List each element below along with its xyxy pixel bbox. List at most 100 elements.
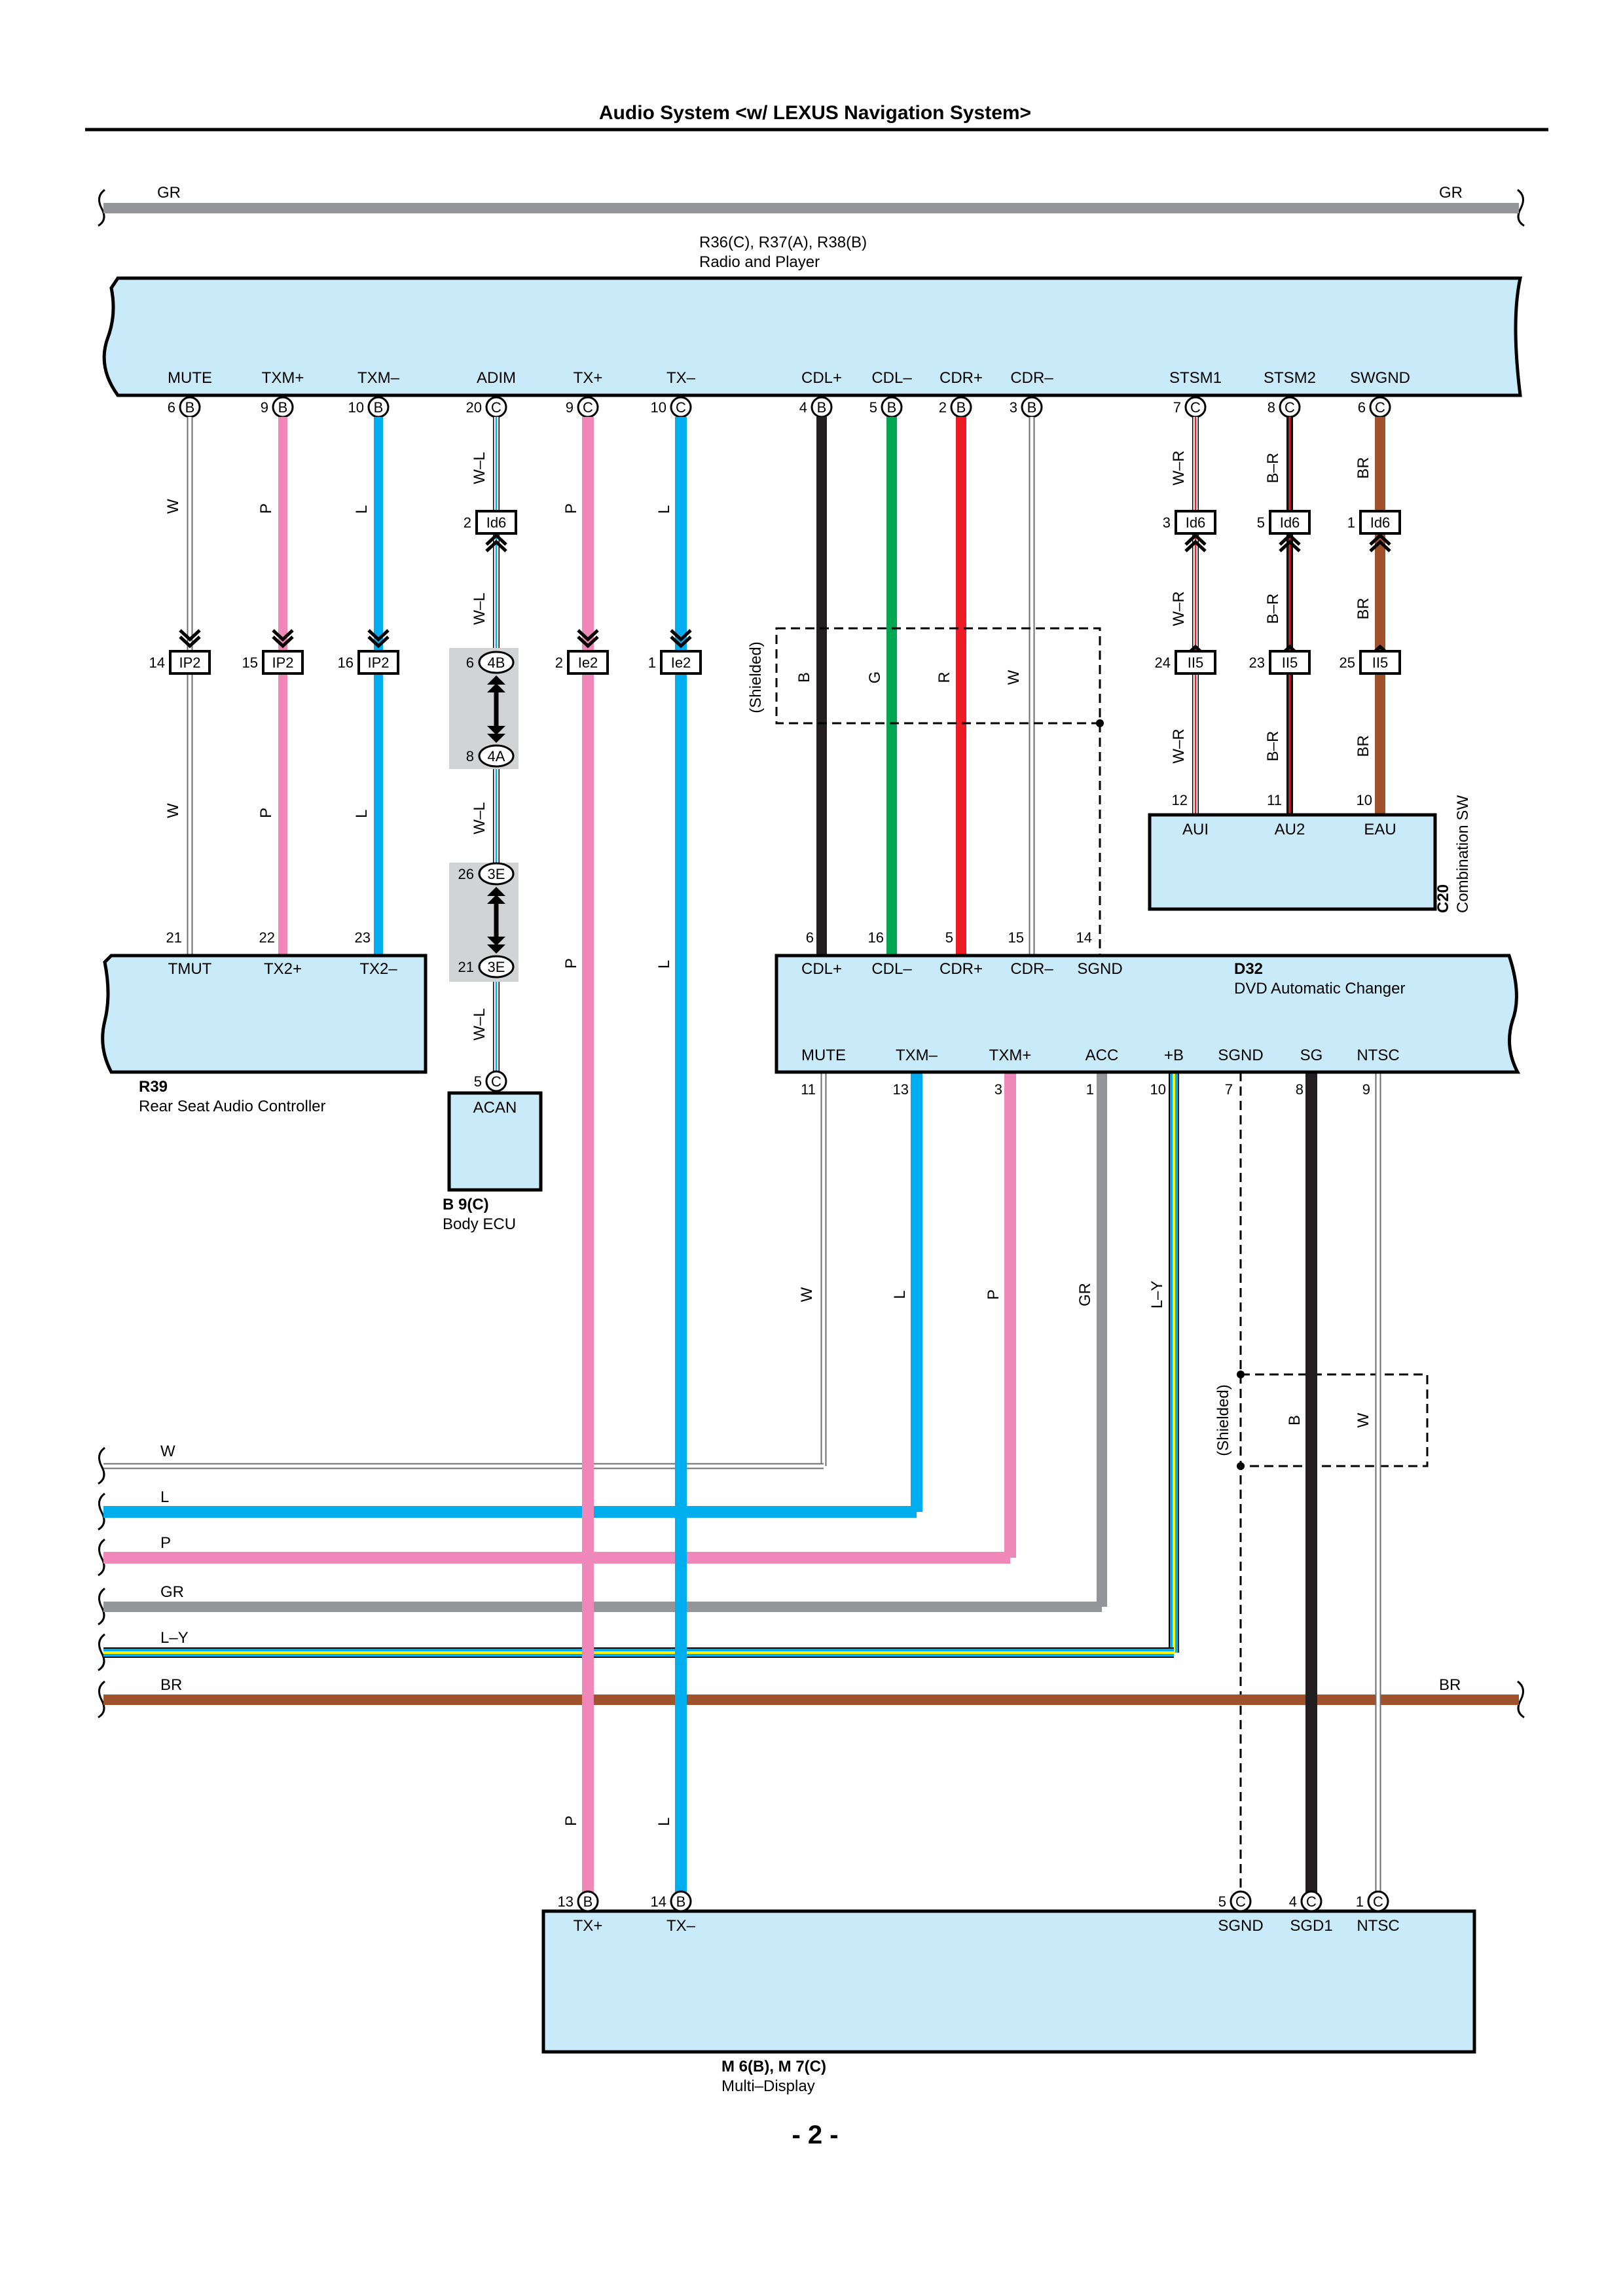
label: W bbox=[160, 1443, 175, 1460]
pin-number: 6 bbox=[168, 399, 175, 416]
radio-pin-label: TX+ bbox=[574, 369, 603, 387]
chevron-down-icon bbox=[367, 629, 390, 649]
label: P bbox=[985, 1289, 1002, 1300]
bus-break bbox=[98, 1587, 105, 1626]
multi-pin-label: SGD1 bbox=[1290, 1917, 1332, 1935]
connector-name: Ie2 bbox=[671, 655, 691, 671]
radio-pin-label: TXM+ bbox=[262, 369, 304, 387]
dvd-top-pin-number: 16 bbox=[868, 929, 884, 946]
pin-letter: B bbox=[1027, 399, 1037, 416]
label: BR bbox=[1355, 598, 1372, 619]
connector-name: Ie2 bbox=[578, 655, 598, 671]
label: W–R bbox=[1170, 450, 1188, 485]
radio-pin-label: CDL+ bbox=[801, 369, 842, 387]
multi-code: M 6(B), M 7(C) bbox=[721, 2058, 826, 2075]
dvd-automatic-changer: D32 DVD Automatic Changer bbox=[775, 954, 1521, 1074]
radio-pin-label: CDR+ bbox=[939, 369, 983, 387]
dvd-top-pin-number: 6 bbox=[806, 929, 814, 946]
arrow-icon bbox=[487, 734, 505, 743]
connector-name: IP2 bbox=[272, 655, 293, 671]
connector-number: 25 bbox=[1340, 655, 1355, 671]
pin-letter: B bbox=[676, 1893, 686, 1910]
label: BR bbox=[1355, 735, 1372, 757]
connector-name: IP2 bbox=[367, 655, 389, 671]
junction-label: 4B bbox=[488, 655, 505, 671]
pin-number: 9 bbox=[566, 399, 574, 416]
dvd-bottom-pin-label: NTSC bbox=[1357, 1047, 1399, 1064]
label: BR bbox=[1439, 1676, 1461, 1694]
connector-name: Id6 bbox=[1370, 514, 1391, 531]
dvd-bottom-pin-label: +B bbox=[1164, 1047, 1184, 1064]
radio-pin-label: SWGND bbox=[1350, 369, 1410, 387]
multi-pin bbox=[577, 1890, 599, 1912]
dvd-top-pin-number: 5 bbox=[945, 929, 953, 946]
top-gr-bus: GR GR bbox=[98, 184, 1525, 227]
rear-code: R39 bbox=[139, 1078, 168, 1096]
label: P bbox=[562, 958, 580, 969]
connector-number: 14 bbox=[149, 655, 165, 671]
pin-number: 10 bbox=[348, 399, 364, 416]
label: P bbox=[257, 808, 275, 818]
pin-number: 1 bbox=[1356, 1893, 1364, 1910]
label: W bbox=[164, 499, 182, 514]
pin-letter: C bbox=[1373, 1893, 1383, 1910]
multi-pin-label: TX+ bbox=[574, 1917, 603, 1935]
pin-letter: C bbox=[1375, 399, 1385, 416]
pin-number: 5 bbox=[474, 1073, 482, 1090]
junction-number: 21 bbox=[458, 959, 474, 975]
pin-number: 13 bbox=[558, 1893, 574, 1910]
pin-number: 4 bbox=[1289, 1893, 1297, 1910]
connector-box bbox=[567, 650, 609, 675]
dvd-bottom-pin-number: 13 bbox=[893, 1081, 909, 1098]
connector-name: II5 bbox=[1188, 655, 1203, 671]
dvd-bottom-pin-number: 10 bbox=[1150, 1081, 1166, 1098]
label: W bbox=[798, 1287, 816, 1302]
dvd-bottom-pin-label: SG bbox=[1300, 1047, 1323, 1064]
bus-break bbox=[98, 1492, 105, 1531]
rear-pin-number: 23 bbox=[355, 929, 371, 946]
label: P bbox=[562, 503, 580, 514]
multi-pin-label: NTSC bbox=[1357, 1917, 1399, 1935]
connector-number: 5 bbox=[1257, 514, 1265, 531]
label: L bbox=[891, 1290, 909, 1299]
multi-pin-label: SGND bbox=[1218, 1917, 1263, 1935]
shield-box-2 bbox=[1241, 1373, 1429, 1467]
connector-box bbox=[357, 650, 399, 675]
wires bbox=[98, 417, 1525, 1901]
page-number: - 2 - bbox=[792, 2121, 838, 2149]
label: L bbox=[160, 1488, 169, 1506]
pin-number: 5 bbox=[869, 399, 877, 416]
rear-seat-audio-controller: R39 Rear Seat Audio Controller bbox=[101, 954, 428, 1115]
radio-pin-label: MUTE bbox=[168, 369, 212, 387]
label: L bbox=[353, 810, 371, 818]
pin-letter: C bbox=[676, 399, 686, 416]
connector-number: 16 bbox=[338, 655, 354, 671]
connector-box bbox=[1175, 650, 1216, 675]
radio-code: R36(C), R37(A), R38(B) bbox=[699, 234, 867, 251]
pin-letter: B bbox=[887, 399, 897, 416]
bus-break bbox=[98, 1633, 105, 1672]
label: GR bbox=[160, 1583, 184, 1601]
dvd-bottom-pin-number: 7 bbox=[1225, 1081, 1233, 1098]
pin-number: 3 bbox=[1010, 399, 1017, 416]
label: L bbox=[655, 505, 673, 514]
combo-name: Combination SW bbox=[1454, 795, 1472, 913]
label: W–L bbox=[471, 802, 488, 834]
shield-dot bbox=[1237, 1462, 1245, 1470]
pin-letter: B bbox=[957, 399, 966, 416]
dvd-top-pin-label: CDL– bbox=[871, 960, 912, 978]
radio-pin-label: CDL– bbox=[871, 369, 912, 387]
chevron-down-icon bbox=[577, 629, 599, 649]
label: P bbox=[562, 1816, 580, 1826]
connector-box bbox=[660, 650, 702, 675]
pin-letter: B bbox=[374, 399, 384, 416]
top-gr-right-label: GR bbox=[1439, 184, 1463, 202]
junction-oval bbox=[478, 651, 515, 674]
radio-pin-label: CDR– bbox=[1010, 369, 1053, 387]
connector-number: 3 bbox=[1163, 514, 1171, 531]
label: W–L bbox=[471, 592, 488, 624]
radio-pin-label: ADIM bbox=[477, 369, 516, 387]
connector-number: 1 bbox=[648, 655, 656, 671]
